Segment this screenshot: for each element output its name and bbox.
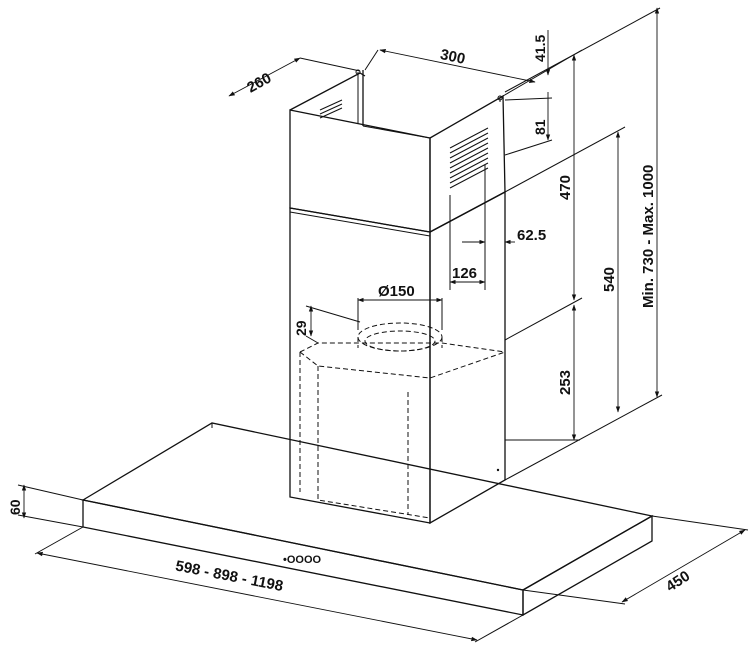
upper-chimney [289, 69, 506, 234]
dim-450: 450 [522, 515, 749, 605]
svg-text:598 - 898 - 1198: 598 - 898 - 1198 [174, 557, 285, 595]
control-panel-buttons: •OOOO [283, 554, 322, 566]
dim-duct-diameter: Ø150 [357, 283, 443, 330]
svg-text:300: 300 [439, 46, 467, 68]
dim-81: 81 [504, 92, 553, 156]
dim-total-height: Min. 730 - Max. 1000 [504, 7, 663, 481]
dim-540: 540 [504, 126, 626, 413]
motor-housing-hidden [299, 322, 506, 519]
dim-62-5: 62.5 [462, 165, 546, 245]
svg-text:450: 450 [663, 568, 693, 596]
svg-text:60: 60 [7, 499, 23, 515]
dim-300: 300 [364, 46, 536, 84]
svg-text:81: 81 [532, 119, 548, 135]
svg-text:29: 29 [293, 320, 309, 336]
dim-41-5: 41.5 [504, 7, 661, 93]
svg-text:Ø150: Ø150 [378, 283, 415, 300]
svg-text:126: 126 [452, 265, 477, 282]
svg-text:62.5: 62.5 [517, 227, 546, 244]
vent-slots-side [449, 127, 489, 189]
canopy [81, 422, 654, 617]
svg-text:540: 540 [601, 267, 618, 292]
dim-470: 470 [502, 49, 583, 341]
dim-260: 260 [228, 57, 361, 97]
svg-text:253: 253 [557, 370, 574, 395]
dim-126: 126 [449, 195, 486, 290]
svg-text:260: 260 [244, 70, 274, 97]
dim-60: 60 [7, 484, 84, 528]
svg-text:470: 470 [557, 175, 574, 200]
dim-canopy-width: 598 - 898 - 1198 [34, 526, 524, 643]
svg-text:Min. 730 - Max. 1000: Min. 730 - Max. 1000 [640, 165, 657, 308]
dim-253: 253 [505, 304, 580, 441]
vent-slots-back [319, 99, 343, 119]
svg-text:41.5: 41.5 [532, 35, 548, 62]
dim-29: 29 [293, 305, 361, 344]
